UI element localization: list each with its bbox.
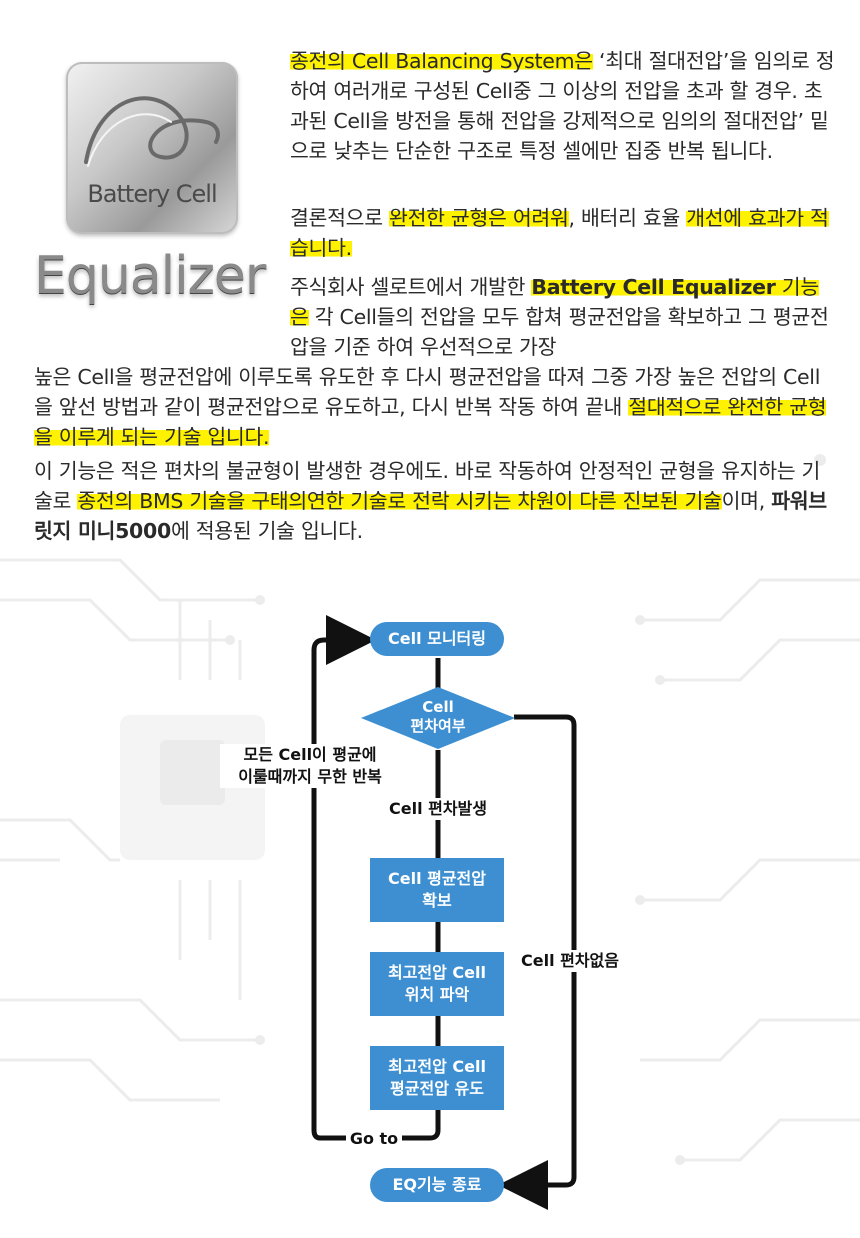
- flow-goto-label: Go to: [346, 1128, 402, 1150]
- equalizer-flowchart: Cell 모니터링 Cell 편차여부 모든 Cell이 평균에 이룰때까지 무…: [0, 600, 860, 1220]
- paragraph-equalizer-intro: 주식회사 셀로트에서 개발한 Battery Cell Equalizer 기능…: [290, 272, 835, 362]
- paragraph-text: 에 적용된 기술 입니다.: [170, 519, 363, 543]
- paragraph-text: 결론적으로: [290, 206, 390, 230]
- product-name: 파워브릿지 미니5000: [34, 489, 827, 543]
- flow-end-eq: EQ기능 종료: [370, 1168, 504, 1202]
- decision-label-line1: Cell: [422, 698, 454, 716]
- paragraph-equalizer-detail: 높은 Cell을 평균전압에 이루도록 유도한 후 다시 평균전압을 따져 그중…: [34, 362, 834, 452]
- paragraph-advantage: 이 기능은 적은 편차의 불균형이 발생한 경우에도. 바로 작동하여 안정적인…: [34, 456, 834, 546]
- paragraph-text: ‘최대 절대전압’을 임의로 정하여 여러개로 구성된 Cell중 그 이상의 …: [290, 49, 835, 163]
- paragraph-text: 이 기능은 적은 편차의 불균형이 발생한 경우에도. 바로 작동하여 안정적인…: [34, 459, 821, 513]
- loop-label-line2: 이룰때까지 무한 반복: [238, 767, 382, 786]
- highlight-text: 종전의 Cell Balancing System은: [290, 49, 593, 73]
- flow-decision-diamond: [361, 687, 515, 749]
- flow-yes-label: Cell 편차발생: [376, 798, 500, 820]
- loop-label-line1: 모든 Cell이 평균에: [243, 745, 377, 764]
- paragraph-text: 주식회사 셀로트에서 개발한: [290, 275, 532, 299]
- highlight-bold-text: Battery Cell Equalizer: [531, 275, 776, 299]
- paragraph-text: 높은 Cell을 평균전압에 이루도록 유도한 후 다시 평균전압을 따져 그중…: [34, 365, 821, 419]
- highlight-text: 종전의 BMS 기술을 구태의연한 기술로 전락 시키는 차원이 다른 진보된 …: [77, 489, 722, 513]
- step1-line1: Cell 평균전압: [387, 869, 486, 888]
- step2-line2: 위치 파악: [404, 985, 470, 1004]
- battery-cell-equalizer-logo: Battery Cell Equalizer: [34, 58, 274, 348]
- step3-line2: 평균전압 유도: [390, 1079, 484, 1098]
- flow-step-average-voltage: Cell 평균전압 확보: [370, 858, 504, 922]
- flow-step-induce-average: 최고전압 Cell 평균전압 유도: [370, 1046, 504, 1110]
- flow-no-label: Cell 편차없음: [514, 950, 626, 972]
- flow-start-monitoring: Cell 모니터링: [370, 622, 504, 656]
- paragraph-conventional-balancing: 종전의 Cell Balancing System은 ‘최대 절대전압’을 임의…: [290, 46, 835, 166]
- step3-line1: 최고전압 Cell: [387, 1057, 486, 1076]
- highlight-text: 완전한 균형은 어려워: [389, 206, 569, 230]
- step1-line2: 확보: [422, 891, 452, 910]
- paragraph-text: 이며,: [721, 489, 772, 513]
- step2-line1: 최고전압 Cell: [387, 963, 486, 982]
- paragraph-text: 각 Cell들의 전압을 모두 합쳐 평균전압을 확보하고 그 평균전압을 기준…: [290, 305, 829, 359]
- flow-decision-label: Cell 편차여부: [380, 698, 496, 736]
- paragraph-conclusion: 결론적으로 완전한 균형은 어려워, 배터리 효율 개선에 효과가 적습니다.: [290, 203, 835, 263]
- paragraph-text: , 배터리 효율: [568, 206, 687, 230]
- logo-wordmark: Equalizer: [34, 246, 266, 306]
- flow-loop-label: 모든 Cell이 평균에 이룰때까지 무한 반복: [220, 744, 400, 788]
- logo-swirl-icon: [84, 96, 220, 167]
- decision-label-line2: 편차여부: [410, 717, 466, 735]
- flow-step-locate-highest: 최고전압 Cell 위치 파악: [370, 952, 504, 1016]
- logo-tile: Battery Cell: [66, 62, 238, 234]
- logo-tile-text: Battery Cell: [87, 180, 217, 208]
